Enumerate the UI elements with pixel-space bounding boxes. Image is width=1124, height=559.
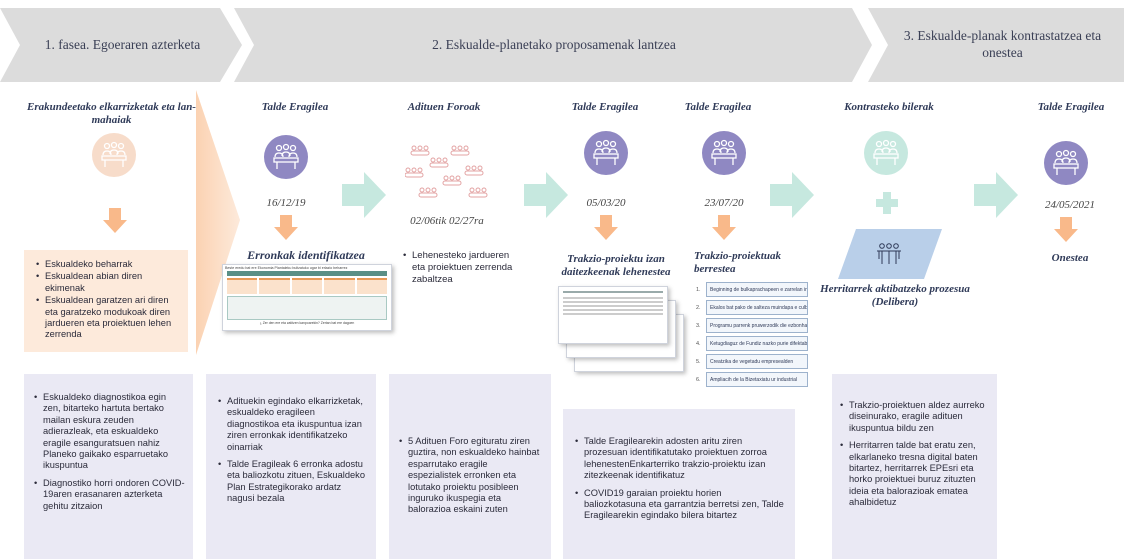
phase-banner [0, 8, 1124, 82]
c1-title: Erakundeetako elkarrizketak eta lan-maha… [27, 101, 196, 126]
slide-caption: Beste eredu bat ere Ekonomia Plantaleku … [225, 266, 348, 270]
citizen-process-icon [838, 229, 942, 279]
c5-title: Talde Eragilea [684, 101, 752, 113]
meeting-icon [264, 135, 308, 179]
c7-title: Talde Eragilea [1037, 101, 1105, 113]
bottom-panel-4: Talde Eragilearekin adosten aritu ziren … [563, 409, 795, 559]
projects-slide-thumbnail [558, 286, 668, 344]
challenges-slide-thumbnail: Beste eredu bat ere Ekonomia Plantaleku … [222, 264, 392, 331]
c6-title: Kontrasteko bilerak [844, 101, 934, 113]
bottom-panel-3: 5 Adituen Foro egituratu ziren guztira, … [389, 374, 551, 559]
c7-date: 24/05/2021 [1044, 199, 1096, 211]
c5-project-list: 1.Beginning de bulkaprachapeen e zarrela… [696, 282, 808, 391]
c1-bullet: Eskualdeko beharrak [36, 259, 180, 271]
panel-bullet: Herritarren talde bat eratu zen, elkarla… [840, 440, 989, 508]
c2-title: Talde Eragilea [261, 101, 329, 113]
panel-bullet: Talde Eragileak 6 erronka adostu eta bal… [218, 459, 368, 505]
c3-date: 02/06tik 02/27ra [410, 215, 484, 227]
down-arrow-icon [1054, 217, 1078, 242]
c1-bullet: Eskualdean abian diren ekimenak [36, 271, 180, 294]
c4-title: Talde Eragilea [571, 101, 639, 113]
bottom-panel-2: Adituekin egindako elkarrizketak, eskual… [206, 374, 376, 559]
meeting-icon [864, 131, 908, 175]
project-row: 5.Creatzika de vegetadu empresealden [696, 354, 808, 369]
slide-footer: ¿ Zer den ere eta zatitzen kanpoarekin? … [259, 321, 355, 325]
panel-bullet: Talde Eragilearekin adosten aritu ziren … [575, 436, 785, 482]
phase-3-arrow [868, 8, 1124, 82]
c3-bullet: Lehenesteko jardueren eta proiektuen zer… [403, 250, 521, 286]
panel-bullet: Eskualdeko diagnostikoa egin zen, bitart… [34, 392, 185, 472]
bottom-panel-5: Trakzio-proiektuen aldez aurreko diseinu… [832, 374, 997, 559]
phase-2-label: 2. Eskualde-planetako proposamenak lantz… [432, 37, 676, 52]
c3-title: Adituen Foroak [407, 101, 481, 113]
project-row: 2.Ekalos bat pako de salteza muindapa e … [696, 300, 808, 315]
down-arrow-icon [274, 215, 298, 240]
c4-result: Trakzio-proiektu izan daitezkeenak lehen… [561, 253, 671, 278]
c1-needs-box: Eskualdeko beharrak Eskualdean abian dir… [24, 250, 188, 352]
c5-result: Trakzio-proiektuak berrestea [694, 250, 781, 275]
phase-1-arrow [0, 8, 242, 82]
c3-bullets: Lehenesteko jardueren eta proiektuen zer… [403, 250, 521, 292]
project-row: 6.Ampliacih de la Bizetaxiatu ur industr… [696, 372, 808, 387]
c6-result: Herritarrek aktibatzeko prozesua (Delibe… [820, 283, 970, 308]
c4-date: 05/03/20 [586, 197, 626, 209]
c1-bullet: Eskualdean garatzen ari diren eta garatz… [36, 295, 180, 341]
panel-bullet: 5 Adituen Foro egituratu ziren guztira, … [399, 436, 543, 516]
c5-date: 23/07/20 [704, 197, 744, 209]
project-row: 3.Programu parrenk pruwerzodik die ezbon… [696, 318, 808, 333]
bottom-panel-1: Eskualdeko diagnostikoa egin zen, bitart… [24, 374, 193, 559]
down-arrow-icon [103, 208, 127, 233]
plus-icon [876, 192, 898, 214]
teal-arrow-icon [524, 172, 568, 218]
meeting-icon [584, 131, 628, 175]
expert-forums-people-icon [405, 145, 488, 198]
phase-transition-wedge [196, 90, 240, 355]
panel-bullet: Diagnostiko horri ondoren COVID-19aren e… [34, 478, 185, 512]
panel-bullet: Adituekin egindako elkarrizketak, eskual… [218, 396, 368, 453]
teal-arrow-icon [974, 172, 1018, 218]
slide-header-bar [227, 271, 387, 276]
meeting-icon [92, 133, 136, 177]
teal-arrow-icon [342, 172, 386, 218]
down-arrow-icon [594, 215, 618, 240]
c2-result: Erronkak identifikatzea [247, 248, 365, 262]
phase-3-label: 3. Eskualde-planak kontrastatzea eta one… [903, 28, 1102, 60]
meeting-icon [702, 131, 746, 175]
down-arrow-icon [712, 215, 736, 240]
c2-date: 16/12/19 [266, 197, 306, 209]
meeting-icon [1044, 141, 1088, 185]
panel-bullet: COVID19 garaian proiektu horien baliozko… [575, 488, 785, 522]
teal-arrow-icon [770, 172, 814, 218]
c7-result: Onestea [1051, 252, 1089, 264]
project-row: 4.Ketugdiaguz de Fundiz nazko purie dife… [696, 336, 808, 351]
project-row: 1.Beginning de bulkaprachapeen e zarrela… [696, 282, 808, 297]
panel-bullet: Trakzio-proiektuen aldez aurreko diseinu… [840, 400, 989, 434]
phase-2-arrow [234, 8, 872, 82]
phase-1-label: 1. fasea. Egoeraren azterketa [44, 37, 201, 52]
